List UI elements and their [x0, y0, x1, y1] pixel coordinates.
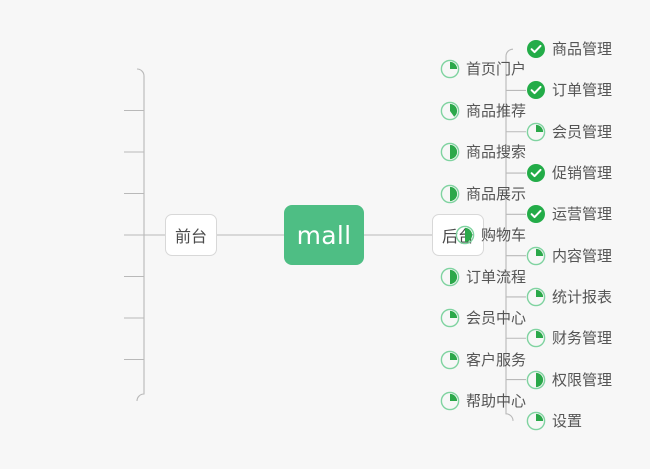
leaf-item[interactable]: 订单管理 — [526, 78, 612, 102]
leaf-item-label: 商品搜索 — [465, 143, 526, 161]
leaf-item-label: 商品展示 — [465, 184, 526, 203]
progress-pie-icon — [440, 59, 460, 79]
progress-pie-icon — [440, 267, 460, 286]
progress-pie-icon — [526, 328, 546, 348]
branch-node-frontend[interactable]: 前台 — [165, 214, 217, 256]
leaf-item-label: 购物车 — [480, 226, 526, 244]
progress-pie-icon — [526, 122, 546, 142]
check-circle-icon — [527, 205, 545, 224]
leaf-item-label: 帮助中心 — [465, 392, 526, 410]
connector-line — [505, 48, 514, 421]
check-circle-icon — [527, 164, 545, 183]
root-node-label: mall — [296, 220, 352, 250]
leaf-item-label: 设置 — [552, 411, 583, 430]
leaf-item[interactable]: 帮助中心 — [0, 389, 526, 413]
progress-pie-icon — [440, 391, 460, 411]
leaf-item[interactable]: 商品搜索 — [0, 140, 526, 164]
check-circle-icon — [527, 81, 545, 100]
leaf-item-label: 首页门户 — [465, 60, 526, 78]
leaf-item[interactable]: 内容管理 — [526, 244, 612, 268]
leaf-item-label: 客户服务 — [465, 350, 526, 369]
progress-pie-icon — [440, 184, 460, 203]
leaf-item-label: 会员中心 — [465, 309, 526, 327]
leaf-item[interactable]: 统计报表 — [526, 285, 612, 309]
leaf-item-label: 运营管理 — [552, 205, 613, 224]
progress-pie-icon — [440, 350, 460, 369]
leaf-item[interactable]: 客户服务 — [0, 348, 526, 372]
leaf-item[interactable]: 商品展示 — [0, 182, 526, 206]
progress-pie-icon — [526, 246, 546, 265]
progress-pie-icon — [455, 225, 475, 245]
progress-pie-icon — [526, 370, 546, 389]
progress-pie-icon — [526, 287, 546, 307]
leaf-item-label: 商品管理 — [552, 40, 613, 59]
leaf-item[interactable]: 财务管理 — [526, 326, 612, 350]
leaf-item[interactable]: 首页门户 — [0, 57, 526, 81]
leaf-item[interactable]: 会员中心 — [0, 306, 526, 330]
progress-pie-icon — [526, 411, 546, 431]
leaf-item-label: 权限管理 — [552, 370, 613, 389]
leaf-item-label: 促销管理 — [552, 164, 613, 183]
leaf-item[interactable]: 购物车 — [0, 223, 526, 247]
leaf-item[interactable]: 商品推荐 — [0, 99, 526, 123]
leaf-item[interactable]: 设置 — [526, 409, 582, 433]
progress-pie-icon — [440, 101, 460, 120]
leaf-item-label: 订单管理 — [552, 81, 613, 100]
check-circle-icon — [527, 40, 545, 59]
progress-pie-icon — [440, 308, 460, 328]
root-node-mall[interactable]: mall — [284, 205, 364, 265]
leaf-item[interactable]: 权限管理 — [526, 368, 612, 392]
leaf-item-label: 财务管理 — [552, 329, 613, 348]
leaf-item-label: 订单流程 — [465, 267, 526, 286]
leaf-item-label: 内容管理 — [552, 246, 613, 265]
leaf-item[interactable]: 会员管理 — [526, 120, 612, 144]
leaf-item[interactable]: 商品管理 — [526, 37, 612, 61]
leaf-item[interactable]: 促销管理 — [526, 161, 612, 185]
leaf-item-label: 统计报表 — [552, 287, 613, 306]
leaf-item-label: 会员管理 — [552, 122, 613, 141]
progress-pie-icon — [440, 142, 460, 162]
leaf-item-label: 商品推荐 — [465, 101, 526, 120]
branch-node-frontend-label: 前台 — [174, 227, 207, 246]
leaf-item[interactable]: 订单流程 — [0, 265, 526, 289]
leaf-item[interactable]: 运营管理 — [526, 202, 612, 226]
